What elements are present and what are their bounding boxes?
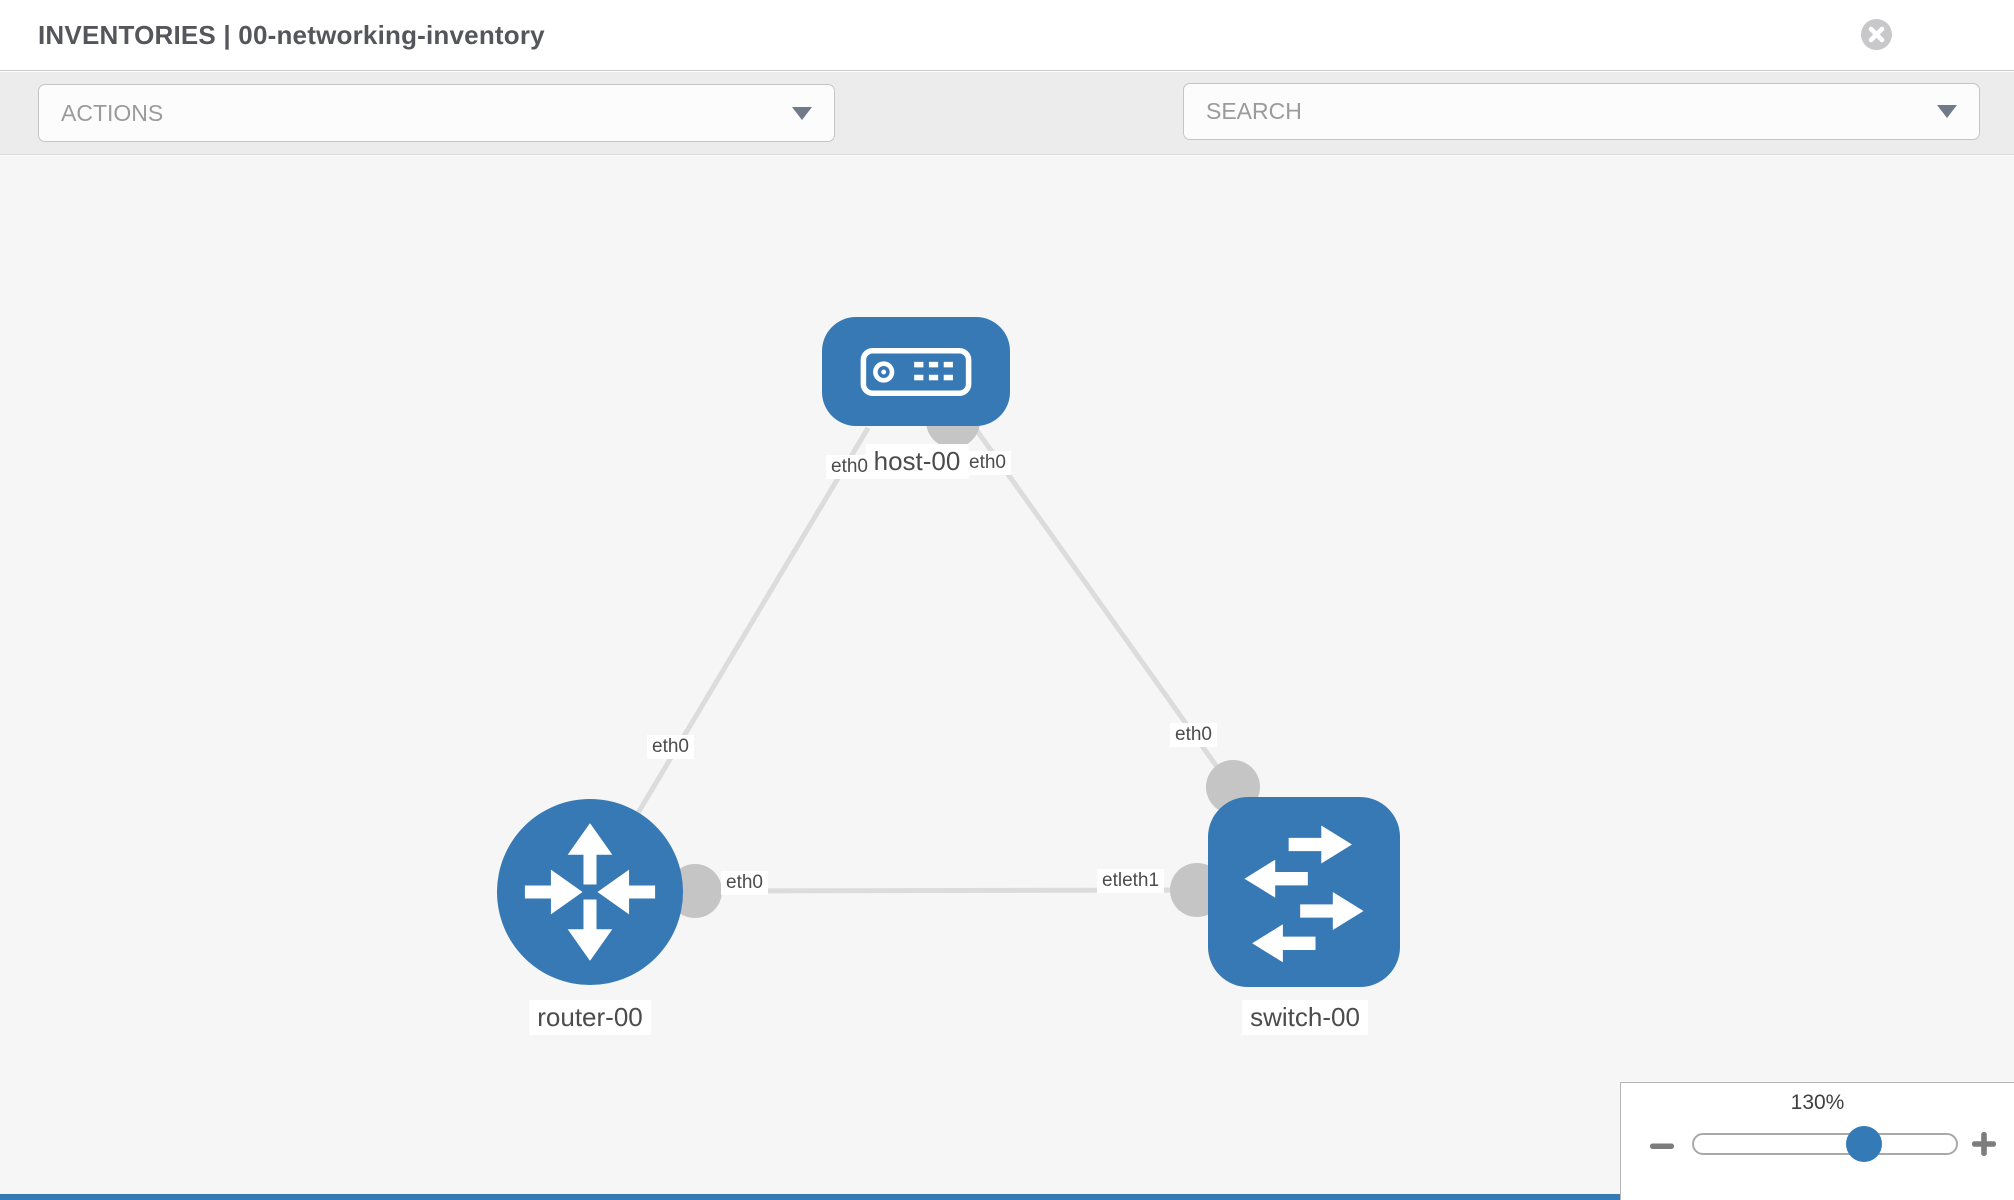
header: INVENTORIES | 00-networking-inventory: [0, 0, 2014, 71]
plus-icon: [1972, 1132, 1996, 1156]
interface-label: eth0: [647, 735, 694, 759]
toolbar: ACTIONS SEARCH: [0, 72, 2014, 210]
node-host-00[interactable]: [822, 317, 1010, 426]
zoom-in-button[interactable]: [1969, 1129, 1999, 1164]
actions-dropdown[interactable]: ACTIONS: [38, 84, 835, 142]
interface-label: eth0: [1170, 723, 1217, 747]
links-layer: [589, 394, 1260, 918]
search-dropdown[interactable]: SEARCH: [1183, 83, 1980, 140]
zoom-slider-thumb[interactable]: [1846, 1126, 1882, 1162]
router-arrows-icon: [524, 823, 656, 961]
interface-label: eth0: [964, 451, 1011, 475]
x-circle-icon: [1861, 19, 1892, 50]
interface-label: eth0: [721, 871, 768, 895]
zoom-out-button[interactable]: [1649, 1133, 1675, 1164]
node-switch-00[interactable]: [1208, 797, 1400, 987]
node-label-switch: switch-00: [1242, 1000, 1368, 1035]
interface-label: etleth1: [1097, 869, 1165, 893]
page-title: INVENTORIES | 00-networking-inventory: [38, 19, 545, 50]
footer-accent-bar: [0, 1194, 1620, 1200]
topology-canvas[interactable]: host-00 router-00 switch-00 eth0 eth0 et…: [0, 156, 2014, 1200]
server-icon: [860, 347, 972, 396]
zoom-slider-track[interactable]: [1692, 1133, 1958, 1155]
minus-icon: [1650, 1143, 1674, 1149]
search-dropdown-label: SEARCH: [1206, 98, 1302, 124]
node-router-00[interactable]: [497, 799, 683, 985]
node-label-host: host-00: [865, 444, 969, 479]
actions-dropdown-label: ACTIONS: [61, 99, 164, 126]
node-label-router: router-00: [529, 1000, 651, 1035]
close-button[interactable]: [1861, 19, 1892, 50]
zoom-level-label: 130%: [1790, 1091, 1845, 1114]
switch-arrows-icon: [1244, 825, 1364, 963]
chevron-down-icon: [792, 106, 812, 120]
interface-label: eth0: [826, 455, 873, 479]
chevron-down-icon: [1937, 105, 1957, 118]
zoom-widget: 130%: [1620, 1082, 2014, 1200]
